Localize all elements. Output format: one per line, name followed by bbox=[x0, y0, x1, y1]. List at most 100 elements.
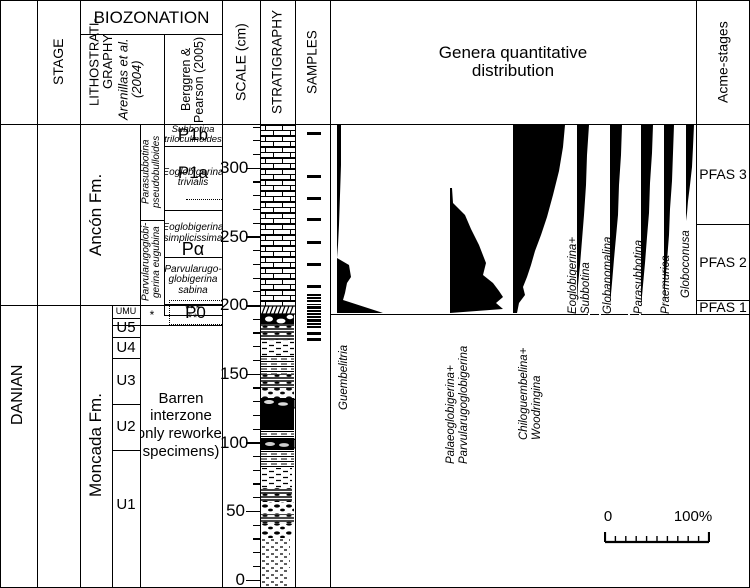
unit-u3-bottom bbox=[112, 404, 140, 405]
stage-danian: DANIAN bbox=[9, 364, 27, 426]
genera-plot-baseline bbox=[331, 314, 696, 315]
scale-tick-major bbox=[246, 579, 260, 582]
sample-tick bbox=[307, 132, 321, 135]
unit-umu: UMU bbox=[115, 305, 137, 316]
col-sep-scale bbox=[260, 0, 261, 124]
col-sep-litho bbox=[80, 0, 81, 124]
scale-label: 0 bbox=[235, 570, 245, 588]
litho-boundary-rule bbox=[80, 305, 222, 306]
body-sep-stratigraphy bbox=[295, 124, 296, 588]
sample-tick-dense bbox=[307, 322, 321, 325]
scale-tick-minor bbox=[253, 497, 260, 499]
berggren-p1b: P1b bbox=[177, 125, 209, 145]
stage-danian-top-rule bbox=[0, 305, 80, 306]
body-sep-litho bbox=[80, 124, 81, 588]
percent-scale-max-label: 100% bbox=[673, 508, 713, 526]
barren-interzone-text: Barren interzone (only reworked specimen… bbox=[140, 389, 222, 460]
arenillas-zone-rule-1 bbox=[164, 146, 222, 147]
scale-tick-minor bbox=[253, 222, 260, 224]
body-sep-stage bbox=[37, 124, 38, 588]
acme-stage-pfas-1: PFAS 1 bbox=[699, 300, 747, 314]
scale-tick-minor bbox=[253, 263, 260, 265]
genera-label-chiloguembelina-woodringina: Chiloguembelina+ Woodringina bbox=[518, 347, 543, 440]
sample-tick-dense bbox=[307, 300, 321, 303]
unit-umu-bottom bbox=[112, 318, 140, 319]
header-genera: Genera quantitative distribution bbox=[438, 43, 588, 80]
genera-label-eoglobigerina-subbotina: Eoglobigerina+ Subbotina bbox=[567, 236, 592, 314]
scale-tick-minor bbox=[253, 332, 260, 334]
sample-tick bbox=[307, 241, 321, 244]
arenillas-sub-boundary bbox=[140, 220, 164, 221]
unit-u3: U3 bbox=[116, 372, 136, 390]
sample-tick-dense bbox=[307, 310, 321, 312]
genera-baseline-dash-2 bbox=[630, 314, 639, 315]
col-sep-arenillas bbox=[164, 34, 165, 124]
header-samples: SAMPLES bbox=[304, 30, 320, 94]
sample-tick bbox=[307, 218, 321, 221]
scale-tick-minor bbox=[253, 208, 260, 211]
scale-tick-major bbox=[246, 304, 260, 307]
sample-tick bbox=[307, 263, 321, 266]
curve-parasubbotina bbox=[641, 125, 653, 307]
berggren-p1a: P1a bbox=[177, 162, 209, 182]
header-stage: STAGE bbox=[50, 38, 67, 86]
arenillas-stars-rule bbox=[164, 315, 222, 316]
berggren-left-edge-lower bbox=[164, 124, 165, 316]
arenillas-bottom-rule bbox=[112, 325, 222, 326]
scale-tick-minor bbox=[253, 277, 260, 279]
col-sep-samples bbox=[330, 0, 331, 124]
curve-palaeoglobigerina-parvularugoglobigerina bbox=[450, 188, 503, 313]
acme-rule-1 bbox=[696, 224, 750, 225]
genera-label-parasubbotina: Parasubbotina bbox=[633, 239, 645, 314]
scale-label: 150 bbox=[220, 364, 249, 384]
scale-tick-minor bbox=[253, 524, 260, 526]
sample-tick-dense bbox=[307, 303, 321, 306]
header-scale: SCALE (cm) bbox=[232, 23, 249, 101]
body-sep-units bbox=[112, 305, 113, 588]
sample-tick-dense bbox=[307, 294, 321, 296]
scale-tick-minor bbox=[253, 126, 260, 128]
scale-label: 250 bbox=[220, 226, 249, 246]
sample-tick bbox=[307, 175, 321, 178]
curve-praemurica bbox=[664, 125, 674, 307]
scale-tick-minor bbox=[253, 401, 260, 403]
arenillas-parvularugoglobigerina-eugubina: Parvularugoglobi- gerina eugubina bbox=[140, 222, 163, 302]
scale-tick-minor bbox=[253, 250, 260, 252]
unit-u4-bottom bbox=[112, 358, 140, 359]
genera-label-guembelitria: Guembelitria bbox=[338, 344, 350, 410]
sample-tick-dense bbox=[307, 306, 321, 309]
litho-ancon-fm: Ancón Fm. bbox=[86, 173, 106, 256]
sample-tick-dense bbox=[307, 326, 321, 328]
sample-tick-dense bbox=[307, 316, 321, 319]
scale-tick-minor bbox=[253, 318, 260, 320]
body-sep-berggren bbox=[222, 124, 223, 588]
scale-tick-minor bbox=[253, 181, 260, 183]
acme-stage-pfas-3: PFAS 3 bbox=[699, 165, 747, 182]
curve-eoglobigerina-subbotina bbox=[577, 125, 589, 303]
curve-guembelitria bbox=[337, 125, 383, 313]
biozonation-header-rule bbox=[80, 34, 222, 35]
body-sep-scale bbox=[260, 124, 261, 588]
arenillas-stars-double: ** bbox=[187, 313, 199, 325]
genera-baseline-dash-1 bbox=[590, 314, 599, 315]
col-sep-stratigraphy bbox=[295, 0, 296, 124]
curve-chiloguembelina-woodringina bbox=[513, 125, 565, 313]
header-biozonation: BIOZONATION bbox=[93, 8, 210, 28]
genera-label-globoconusa: Globoconusa bbox=[680, 230, 692, 298]
unit-col-right-edge bbox=[140, 305, 141, 588]
sample-tick bbox=[307, 197, 321, 200]
unit-u1: U1 bbox=[116, 496, 136, 514]
scale-label: 100 bbox=[220, 432, 249, 452]
scale-tick-minor bbox=[253, 291, 260, 293]
percent-scale-min-label: 0 bbox=[603, 508, 613, 526]
arenillas-eoglobigerina-trivialis: Eoglobigerina trivialis bbox=[164, 166, 222, 188]
header-bottom-rule bbox=[0, 124, 750, 125]
arenillas-eoglobigerina-simplicissima: Eoglobigerina simplicissima bbox=[164, 222, 222, 244]
litho-moncada-fm: Moncada Fm. bbox=[86, 393, 106, 497]
scale-tick-minor bbox=[253, 469, 260, 471]
scale-tick-minor bbox=[253, 414, 260, 416]
scale-tick-major bbox=[246, 373, 260, 376]
scale-tick-minor bbox=[253, 387, 260, 389]
